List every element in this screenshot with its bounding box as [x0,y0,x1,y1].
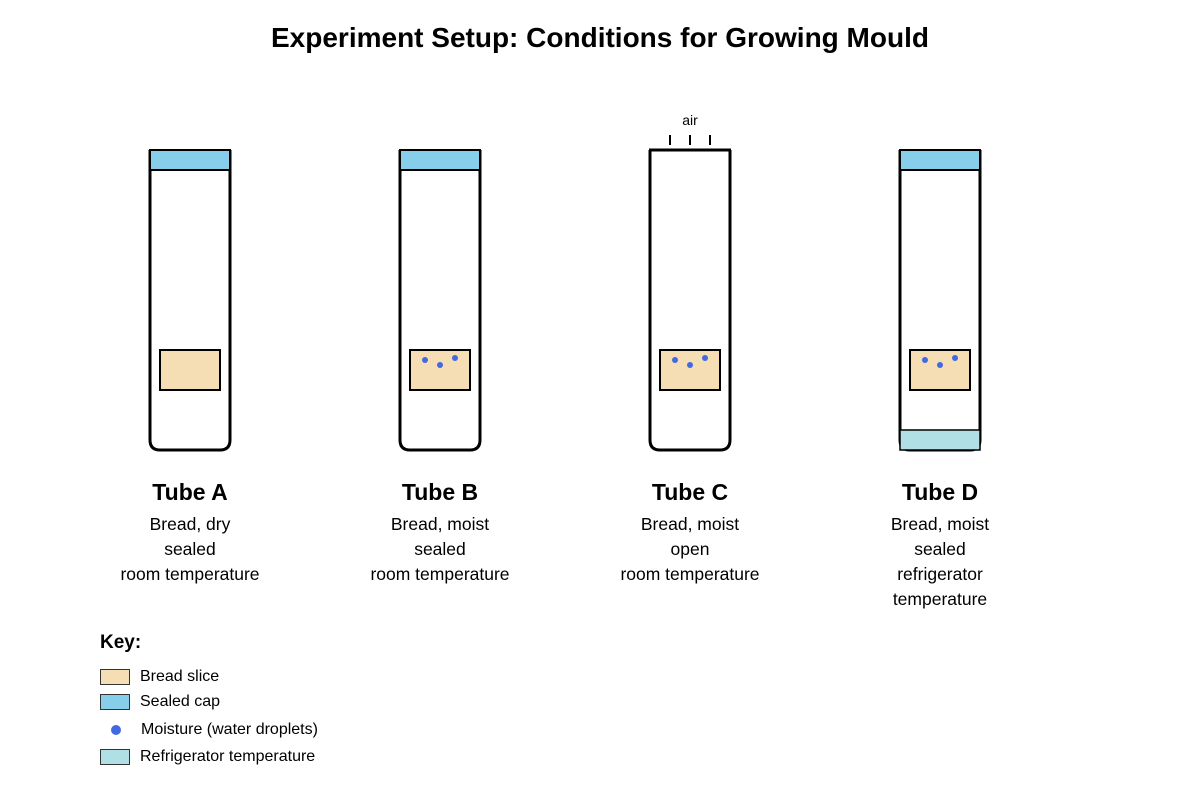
tube-name: Tube C [651,479,729,505]
tube-name: Tube D [901,479,979,505]
tube-description: Bread, moist sealed room temperature [340,512,540,587]
tube-desc-line: Bread, moist [890,514,990,534]
tube-label-c: Tube C Bread, moist open room temperatur… [590,478,790,587]
key-item-label: Sealed cap [140,693,221,710]
tube-a-body [148,150,232,452]
tube-label-a: Tube A Bread, dry sealed room temperatur… [90,478,290,587]
tube-description: Bread, moist sealed refrigerator tempera… [840,512,1040,612]
water-droplet-icon [922,357,928,363]
tube-desc-line: sealed [164,539,216,559]
fridge-swatch-icon [100,749,130,765]
tube-name: Tube A [152,479,228,505]
tube-d-body [898,150,982,452]
water-droplet-icon [702,355,708,361]
water-droplet-icon [687,362,693,368]
key-title: Key: [100,632,142,653]
tube-desc-line: room temperature [120,564,260,584]
tube-b-body [398,150,482,452]
cap-swatch-icon [100,694,130,710]
tube-name: Tube B [401,479,479,505]
sealed-cap-icon [399,149,481,171]
water-droplet-icon [672,357,678,363]
tube-desc-line: Bread, dry [149,514,231,534]
tube-desc-line: refrigerator [897,564,983,584]
tube-description: Bread, dry sealed room temperature [90,512,290,587]
key-item-label: Refrigerator temperature [140,748,316,765]
water-droplet-icon [952,355,958,361]
tube-desc-line: room temperature [620,564,760,584]
water-droplet-icon [422,357,428,363]
moisture-dot-icon [110,725,121,735]
key-item-cap: Sealed cap [100,692,220,712]
key-item-bread: Bread slice [100,667,219,687]
key-item-moisture: Moisture (water droplets) [100,720,318,740]
key-item-label: Moisture (water droplets) [141,721,318,738]
tube-desc-line: open [670,539,710,559]
water-droplet-icon [452,355,458,361]
bread-slice-icon [659,349,721,391]
bread-swatch-icon [100,669,130,685]
tube-desc-line: sealed [914,539,966,559]
air-label: air [682,112,698,128]
bread-slice-icon [909,349,971,391]
tube-label-b: Tube B Bread, moist sealed room temperat… [340,478,540,587]
tube-description: Bread, moist open room temperature [590,512,790,587]
water-droplet-icon [937,362,943,368]
tube-label-d: Tube D Bread, moist sealed refrigerator … [840,478,1040,612]
tube-desc-line: temperature [892,589,988,609]
sealed-cap-icon [149,149,231,171]
tube-desc-line: Bread, moist [640,514,740,534]
sealed-cap-icon [899,149,981,171]
key-item-label: Bread slice [140,668,220,685]
water-droplet-icon [437,362,443,368]
diagram-title: Experiment Setup: Conditions for Growing… [271,22,929,53]
tube-desc-line: room temperature [370,564,510,584]
bread-slice-icon [159,349,221,391]
tube-desc-line: sealed [414,539,466,559]
fridge-temperature-icon [899,429,981,451]
tube-c-body [648,150,732,452]
tube-desc-line: Bread, moist [390,514,490,534]
bread-slice-icon [409,349,471,391]
key-item-fridge: Refrigerator temperature [100,747,315,767]
